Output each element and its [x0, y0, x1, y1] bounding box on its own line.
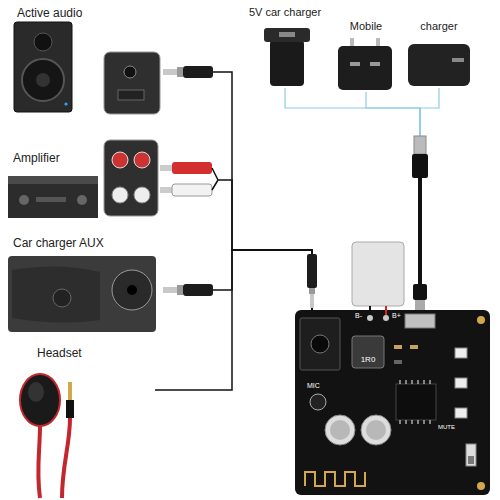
knob [19, 195, 29, 205]
device-node: Car charger AUX [5, 233, 218, 335]
jack-inset [104, 52, 160, 114]
silkscreen-label: B- [355, 312, 369, 320]
aux-port [53, 289, 71, 307]
power-link [285, 88, 420, 310]
knob [77, 195, 87, 205]
prong [376, 38, 380, 48]
silkscreen-label: MIC [307, 382, 331, 390]
usb-slot [370, 62, 380, 66]
charger-cap [264, 28, 310, 42]
inset-port [118, 90, 144, 100]
car-art [8, 256, 218, 332]
device-label: Mobile [335, 20, 397, 32]
woofer [22, 59, 64, 101]
tweeter [34, 33, 52, 51]
power-led [64, 102, 67, 105]
cable [213, 289, 218, 291]
bluetooth-board: B- B+ 1R0MIC MUTE [295, 310, 490, 495]
rca-plug-red [172, 162, 212, 174]
rca-socket [112, 152, 128, 168]
device-label: Active audio [17, 7, 147, 20]
rca-tip [160, 165, 172, 171]
battery-art [352, 242, 404, 318]
audio-cable [218, 250, 312, 310]
car-console [8, 256, 156, 332]
silkscreen-label: 1R0 [352, 356, 384, 365]
micro-usb-housing [413, 284, 427, 300]
device-node: charger [405, 18, 473, 88]
micro-usb-metal [415, 300, 425, 310]
plug-body [183, 284, 213, 296]
headset-cable [62, 418, 70, 498]
console-panel [12, 266, 100, 322]
rca-plug-white [172, 184, 212, 196]
aux-hole [127, 285, 137, 295]
plug-body [183, 66, 213, 78]
usb-slot [279, 32, 295, 37]
device-label: charger [405, 20, 473, 32]
jack-socket [124, 66, 136, 78]
plug-tip [310, 294, 314, 308]
amplifier-body [8, 184, 98, 218]
jack-tip [68, 382, 72, 400]
cable [212, 168, 218, 190]
usb-cable-art [412, 136, 428, 310]
plug-tip [163, 69, 177, 75]
audio-cable [218, 180, 312, 310]
plug-body [307, 254, 317, 288]
device-label: 5V car charger [235, 6, 335, 18]
earbud-tip [28, 382, 44, 402]
jack-body [66, 400, 74, 418]
device-label: Headset [37, 347, 127, 360]
usb-cable [418, 178, 422, 288]
wall-charger-body [338, 46, 392, 90]
rca-socket [134, 187, 150, 203]
display [36, 197, 66, 202]
cable [213, 71, 218, 73]
device-node: Amplifier [5, 148, 218, 224]
speaker-cabinet [14, 22, 72, 112]
headset-cable [38, 426, 40, 498]
device-label: Amplifier [13, 152, 113, 165]
usb-a-housing [412, 154, 428, 178]
aux-inset [112, 270, 152, 310]
device-node: Mobile [335, 18, 397, 92]
amplifier-top [8, 176, 98, 185]
amplifier-art [8, 140, 218, 218]
car-charger-art [264, 28, 310, 86]
usb-a-metal [414, 136, 426, 154]
usb-slot [452, 58, 464, 62]
plug-tip [163, 287, 177, 293]
device-node: Headset [5, 345, 155, 495]
headset-art [20, 374, 74, 498]
rca-inset [104, 140, 158, 216]
silkscreen-label: B+ [392, 312, 406, 320]
power-link [420, 88, 439, 310]
audio-cable [218, 72, 312, 310]
rca-tip [160, 187, 172, 193]
device-node: 5V car charger [235, 4, 335, 88]
lipo-battery [352, 242, 404, 306]
woofer-cap [36, 73, 50, 87]
board-plug-art [307, 254, 317, 308]
rca-socket [112, 187, 128, 203]
device-label: Car charger AUX [13, 237, 153, 250]
plug-collar [177, 67, 183, 77]
earbud [20, 374, 60, 426]
silkscreen-label: MUTE [438, 424, 468, 431]
audio-cable [155, 250, 312, 390]
rca-socket [134, 152, 150, 168]
device-node: Active audio [5, 3, 218, 115]
plug-collar [309, 288, 315, 294]
prong [350, 38, 354, 48]
usb-slot [350, 62, 360, 66]
power-bank-art [408, 44, 470, 86]
speaker-art [14, 22, 218, 114]
charger-body [270, 40, 304, 86]
wall-charger-art [338, 38, 392, 90]
plug-collar [177, 285, 183, 295]
power-bank-body [408, 44, 470, 86]
power-link [366, 92, 420, 310]
